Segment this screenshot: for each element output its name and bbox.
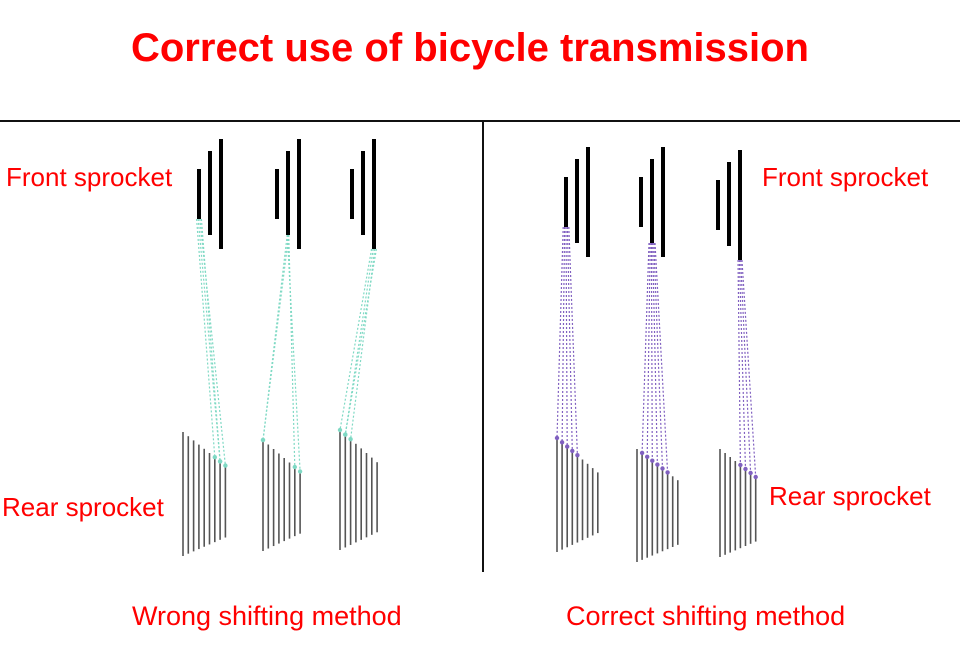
wrong-rear-sprocket-label: Rear sprocket (2, 492, 164, 522)
rear-sprocket (719, 449, 757, 557)
chain-link (748, 470, 753, 476)
chain-link (297, 469, 303, 474)
chain-strand (650, 242, 653, 461)
chain-strand (197, 218, 221, 462)
chain-path (286, 234, 303, 474)
panel-frame (0, 120, 960, 572)
chain-link (559, 440, 565, 445)
rear-sprocket (339, 430, 378, 550)
chain-link (292, 464, 297, 470)
rear-sprocket (556, 438, 599, 552)
chain-link (260, 437, 266, 443)
chain-strand (738, 259, 747, 470)
chain-path (554, 226, 580, 458)
chain-path (639, 242, 670, 475)
chain-path (260, 234, 290, 443)
chain-link (223, 463, 228, 468)
chain-strand (288, 234, 296, 468)
front-sprocket (564, 147, 590, 257)
rear-sprocket (262, 440, 301, 551)
chain-link (639, 450, 645, 456)
rear-sprocket (182, 432, 227, 556)
correct-rear-sprocket-label: Rear sprocket (769, 481, 931, 511)
chain-strand (741, 259, 757, 478)
chain-link (753, 474, 758, 480)
chain-strand (344, 248, 377, 435)
chain-strand (654, 242, 669, 473)
chain-strand (641, 242, 650, 453)
chain-strand (652, 242, 658, 465)
chain-strand (653, 242, 664, 469)
chain-link (348, 437, 353, 442)
front-sprocket (197, 139, 223, 249)
chain-link (570, 448, 575, 454)
chain-link (217, 459, 223, 464)
chain-strand (262, 234, 290, 441)
correct-shifting-caption: Correct shifting method (566, 601, 846, 631)
chain-strand (737, 259, 741, 466)
chain-strand (740, 259, 752, 474)
chain-strand (556, 226, 564, 439)
chain-link (738, 462, 743, 468)
rear-sprocket (636, 449, 679, 562)
chain-link (650, 458, 655, 463)
correct-front-sprocket-label: Front sprocket (762, 162, 929, 192)
chain-path (337, 248, 377, 442)
chain-link (743, 466, 748, 472)
chain-strand (196, 218, 216, 458)
chain-link (665, 470, 670, 475)
chain-strand (199, 218, 226, 466)
chain-link (212, 455, 217, 460)
wrong-front-sprocket-label: Front sprocket (6, 162, 173, 192)
chain-strand (262, 234, 288, 441)
chain-link (337, 427, 343, 433)
front-sprocket (275, 139, 301, 249)
chain-path (196, 218, 228, 468)
chain-link (655, 462, 660, 467)
chain-link (343, 432, 348, 437)
wrong-shifting-caption: Wrong shifting method (132, 601, 402, 631)
chain-link (554, 435, 560, 441)
chain-strand (568, 226, 578, 456)
wrong-shifting-panel (182, 139, 378, 556)
correct-shifting-panel (554, 147, 758, 562)
front-sprocket (639, 147, 665, 257)
chain-strand (200, 218, 221, 462)
chain-link (575, 453, 580, 458)
chain-strand (565, 226, 568, 447)
front-sprocket (716, 150, 742, 260)
chain-strand (286, 234, 301, 472)
chain-link (645, 454, 650, 459)
page-title: Correct use of bicycle transmission (130, 26, 809, 70)
front-sprocket (350, 139, 376, 249)
chain-link (565, 444, 570, 449)
chain-strand (339, 248, 373, 431)
chain-path (737, 259, 758, 480)
chain-link (660, 466, 665, 471)
chain-strand (566, 226, 573, 451)
